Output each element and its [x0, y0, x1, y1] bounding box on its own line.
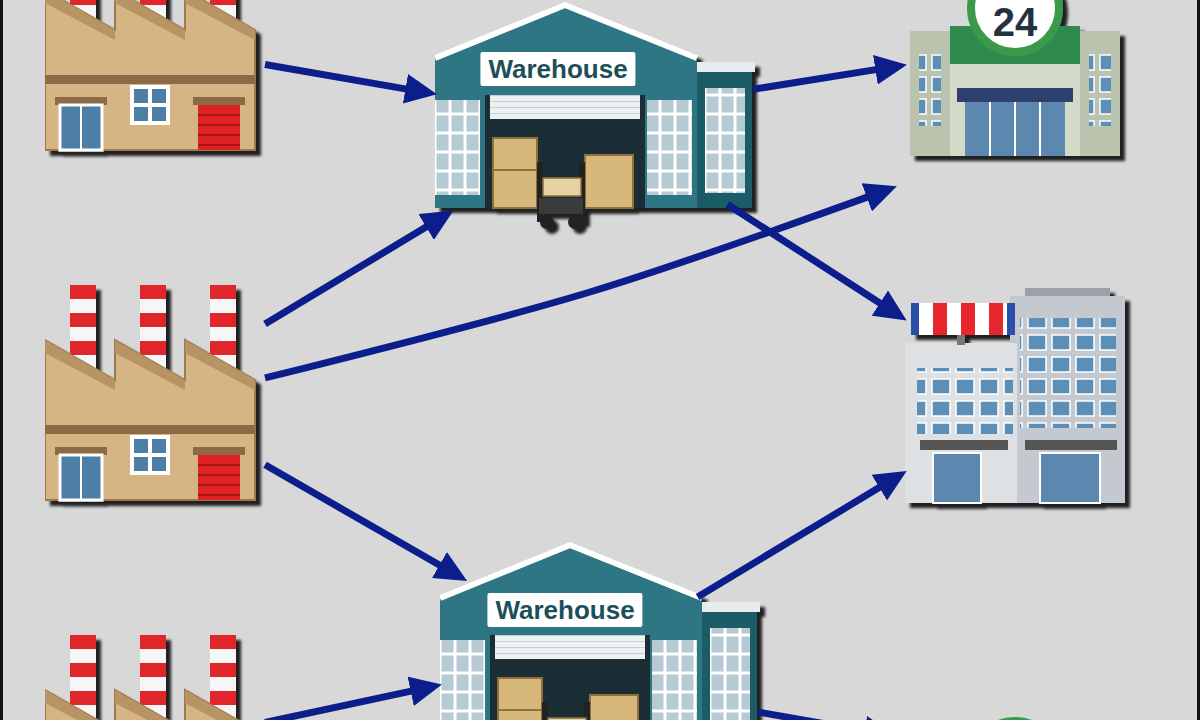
factory-icon: [45, 635, 255, 720]
department-store-icon: [905, 288, 1125, 503]
flow-arrow: [753, 68, 885, 89]
flow-arrow: [265, 194, 876, 378]
flow-arrow: [698, 482, 888, 597]
factory-node: [40, 630, 265, 720]
warehouse-node: Warehouse: [440, 540, 758, 720]
flow-arrow: [265, 222, 435, 324]
convenience-store-icon: [910, 0, 1120, 156]
factory-icon: [45, 285, 255, 500]
store-node: 24: [905, 0, 1125, 150]
factory-icon: [45, 0, 255, 150]
factory-node: [40, 0, 265, 150]
warehouse-icon: [440, 542, 760, 720]
frame-edge: [1197, 0, 1200, 720]
warehouse-label: Warehouse: [487, 593, 642, 627]
flow-arrow: [265, 65, 415, 91]
factory-node: [40, 280, 265, 500]
flow-arrow: [758, 712, 874, 720]
frame-edge: [0, 0, 3, 720]
flow-arrow: [265, 689, 420, 720]
store-node: [905, 285, 1130, 500]
flow-arrow: [265, 465, 448, 570]
warehouse-icon: [435, 2, 755, 229]
store-sign-number: 24: [993, 0, 1038, 44]
store-node: [960, 712, 1070, 720]
warehouse-node: Warehouse: [435, 0, 753, 235]
warehouse-label: Warehouse: [480, 52, 635, 86]
flow-arrow: [728, 204, 889, 308]
